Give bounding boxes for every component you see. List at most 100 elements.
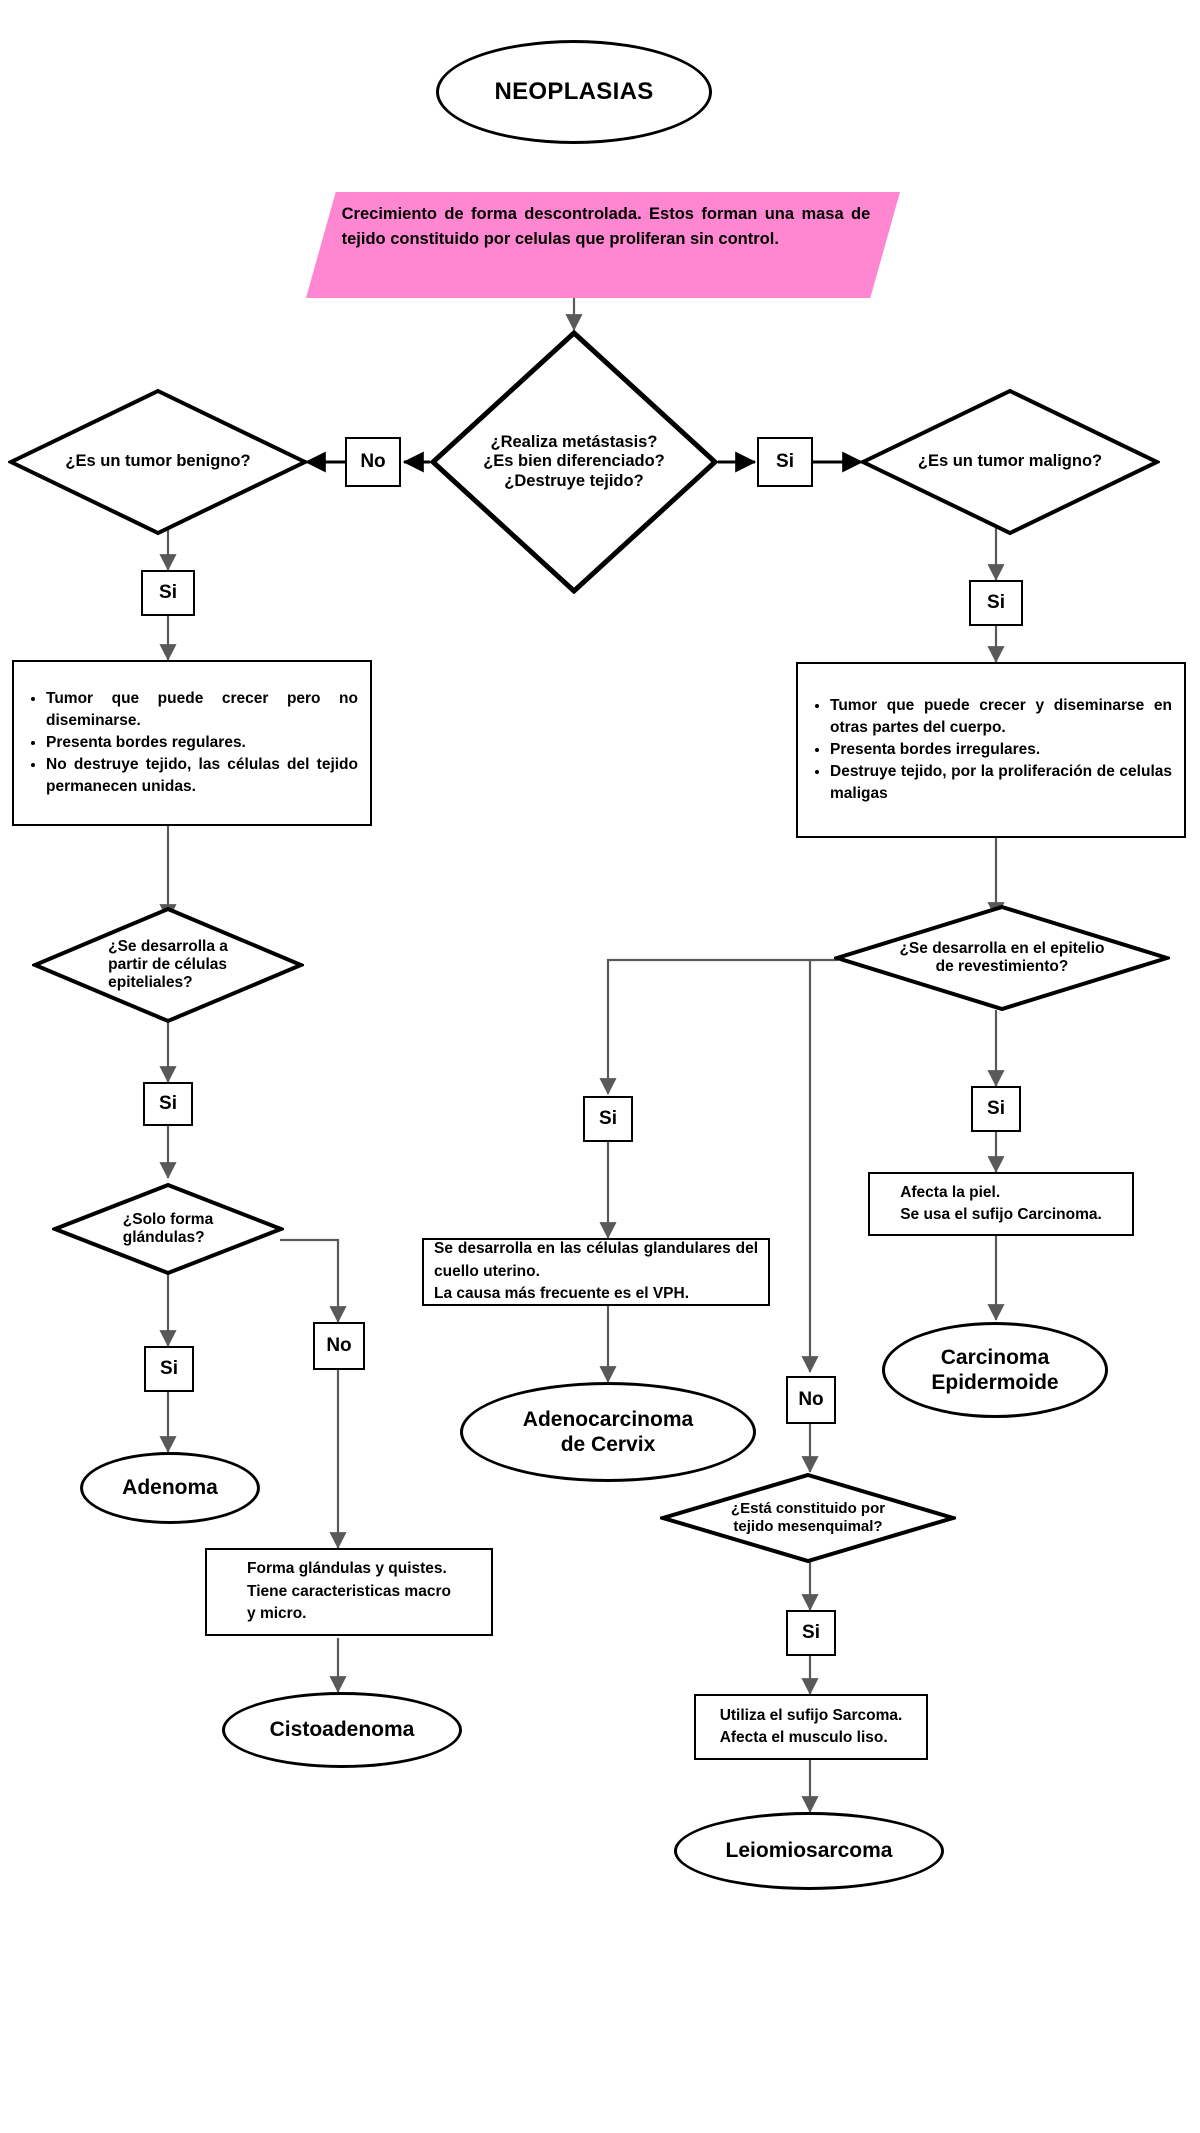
node-cervix-note[interactable]: Se desarrolla en las células glandulares… — [422, 1238, 770, 1306]
adenoma-label: Adenoma — [122, 1476, 218, 1500]
cervix-note-line-2: La causa más frecuente es el VPH. — [434, 1285, 690, 1303]
adenocarcinoma-label: Adenocarcinoma de Cervix — [513, 1407, 703, 1457]
glands-line-2: glándulas? — [122, 1229, 205, 1246]
list-item: Presenta bordes irregulares. — [830, 739, 1172, 761]
lining-line-1: ¿Se desarrolla en el epitelio — [899, 939, 1105, 957]
main-decision-line-3: ¿Destruye tejido? — [504, 471, 644, 490]
node-glands-decision[interactable]: ¿Solo forma glándulas? — [52, 1182, 284, 1276]
sarcoma-note-line-2: Afecta el musculo liso. — [719, 1729, 888, 1746]
glands-decision-shape — [52, 1182, 284, 1276]
arrow-lining-left-to-si — [599, 958, 838, 1095]
node-lining-decision[interactable]: ¿Se desarrolla en el epitelio de revesti… — [834, 904, 1170, 1012]
epithelial-decision-label: ¿Se desarrolla a partir de células epite… — [76, 906, 261, 1024]
tag-si-malignant[interactable]: Si — [969, 580, 1023, 626]
leiomiosarcoma-label: Leiomiosarcoma — [725, 1839, 893, 1863]
tag-no-left[interactable]: No — [345, 437, 401, 487]
sarcoma-note-line-1: Utiliza el sufijo Sarcoma. — [719, 1706, 903, 1724]
node-skin-note[interactable]: Afecta la piel. Se usa el sufijo Carcino… — [868, 1172, 1134, 1236]
main-decision-line-1: ¿Realiza metástasis? — [490, 432, 658, 451]
mesenchymal-decision-shape — [660, 1472, 956, 1564]
node-carcinoma-epidermoide[interactable]: Carcinoma Epidermoide — [882, 1322, 1108, 1418]
tag-no-left-label: No — [360, 451, 386, 472]
node-leiomiosarcoma[interactable]: Leiomiosarcoma — [674, 1812, 944, 1890]
sarcoma-note-text: Utiliza el sufijo Sarcoma. Afecta el mus… — [710, 1696, 913, 1759]
tag-no-lining[interactable]: No — [786, 1376, 836, 1424]
node-adenocarcinoma[interactable]: Adenocarcinoma de Cervix — [460, 1382, 756, 1482]
cistoadenoma-label: Cistoadenoma — [269, 1718, 415, 1742]
node-definition[interactable]: Crecimiento de forma descontrolada. Esto… — [306, 192, 900, 298]
node-main-decision[interactable]: ¿Realiza metástasis? ¿Es bien diferencia… — [430, 330, 718, 594]
node-malignant-traits[interactable]: Tumor que puede crecer y diseminarse en … — [796, 662, 1186, 838]
tag-si-benign[interactable]: Si — [141, 570, 195, 616]
definition-text: Crecimiento de forma descontrolada. Esto… — [341, 205, 871, 248]
tag-si-right-label: Si — [776, 451, 794, 472]
tag-si-epithelial[interactable]: Si — [143, 1082, 193, 1126]
glands-decision-label: ¿Solo forma glándulas? — [84, 1182, 251, 1276]
cervix-note-line-1: Se desarrolla en las células glandulares… — [434, 1240, 758, 1280]
cervix-note-text: Se desarrolla en las células glandulares… — [424, 1229, 768, 1314]
tag-no-glands[interactable]: No — [313, 1322, 365, 1370]
definition-background — [306, 192, 900, 298]
tag-si-right[interactable]: Si — [757, 437, 813, 487]
tag-si-lining[interactable]: Si — [971, 1086, 1021, 1132]
lining-line-2: de revestimiento? — [935, 958, 1069, 975]
tag-si-malignant-label: Si — [987, 592, 1005, 613]
lining-decision-label: ¿Se desarrolla en el epitelio de revesti… — [864, 904, 1140, 1012]
malignant-decision-shape — [860, 388, 1160, 536]
carcinoma-line-1: Carcinoma — [940, 1345, 1050, 1369]
mesenchymal-line-2: tejido mesenquimal? — [733, 1518, 883, 1535]
benign-decision-shape — [8, 388, 308, 536]
mesenchymal-decision-label: ¿Está constituido por tejido mesenquimal… — [690, 1472, 927, 1564]
skin-note-text: Afecta la piel. Se usa el sufijo Carcino… — [890, 1173, 1112, 1236]
cysts-note-line-3: y micro. — [247, 1605, 307, 1623]
tag-si-glands-label: Si — [160, 1358, 178, 1379]
cysts-note-text: Forma glándulas y quistes. Tiene caracte… — [237, 1549, 461, 1634]
tag-si-lining-label: Si — [987, 1098, 1005, 1119]
list-item: Tumor que puede crecer pero no diseminar… — [46, 688, 358, 732]
carcinoma-line-2: Epidermoide — [931, 1371, 1059, 1394]
list-item: Tumor que puede crecer y diseminarse en … — [830, 695, 1172, 739]
mesenchymal-line-1: ¿Está constituido por — [730, 1500, 886, 1518]
tag-si-cervix[interactable]: Si — [583, 1096, 633, 1142]
tag-si-glands[interactable]: Si — [144, 1346, 194, 1392]
list-item: Presenta bordes regulares. — [46, 732, 358, 754]
main-decision-label: ¿Realiza metástasis? ¿Es bien diferencia… — [465, 330, 684, 594]
skin-note-line-1: Afecta la piel. — [900, 1183, 1001, 1201]
glands-line-1: ¿Solo forma — [122, 1210, 214, 1228]
node-cysts-note[interactable]: Forma glándulas y quistes. Tiene caracte… — [205, 1548, 493, 1636]
tag-si-mesenchymal-label: Si — [802, 1622, 820, 1643]
epithelial-decision-shape — [32, 906, 304, 1024]
epithelial-line-1: ¿Se desarrolla a — [108, 937, 228, 955]
arrow-glands-to-no — [280, 1238, 347, 1323]
node-sarcoma-note[interactable]: Utiliza el sufijo Sarcoma. Afecta el mus… — [694, 1694, 928, 1760]
node-benign-decision[interactable]: ¿Es un tumor benigno? — [8, 388, 308, 536]
epithelial-line-3: epiteliales? — [108, 974, 193, 992]
node-mesenchymal-decision[interactable]: ¿Está constituido por tejido mesenquimal… — [660, 1472, 956, 1564]
tag-no-glands-label: No — [326, 1335, 352, 1356]
node-benign-traits[interactable]: Tumor que puede crecer pero no diseminar… — [12, 660, 372, 826]
lining-decision-shape — [834, 904, 1170, 1012]
list-item: Destruye tejido, por la proliferación de… — [830, 761, 1172, 805]
main-decision-line-2: ¿Es bien diferenciado? — [483, 452, 665, 471]
tag-si-cervix-label: Si — [599, 1108, 617, 1129]
tag-si-epithelial-label: Si — [159, 1093, 177, 1114]
tag-si-mesenchymal[interactable]: Si — [786, 1610, 836, 1656]
skin-note-line-2: Se usa el sufijo Carcinoma. — [900, 1206, 1102, 1223]
node-malignant-decision[interactable]: ¿Es un tumor maligno? — [860, 388, 1160, 536]
node-adenoma[interactable]: Adenoma — [80, 1452, 260, 1524]
benign-traits-list: Tumor que puede crecer pero no diseminar… — [14, 678, 370, 808]
tag-si-benign-label: Si — [159, 582, 177, 603]
start-label: NEOPLASIAS — [494, 77, 654, 105]
main-decision-shape — [430, 330, 718, 594]
tag-no-lining-label: No — [798, 1389, 824, 1410]
benign-decision-label: ¿Es un tumor benigno? — [65, 452, 251, 471]
node-epithelial-decision[interactable]: ¿Se desarrolla a partir de células epite… — [32, 906, 304, 1024]
node-start[interactable]: NEOPLASIAS — [436, 40, 712, 144]
list-item: No destruye tejido, las células del teji… — [46, 754, 358, 798]
malignant-traits-list: Tumor que puede crecer y diseminarse en … — [798, 685, 1184, 815]
adenocarcinoma-line-1: Adenocarcinoma — [522, 1407, 694, 1431]
node-cistoadenoma[interactable]: Cistoadenoma — [222, 1692, 462, 1768]
cysts-note-line-1: Forma glándulas y quistes. — [247, 1560, 447, 1578]
